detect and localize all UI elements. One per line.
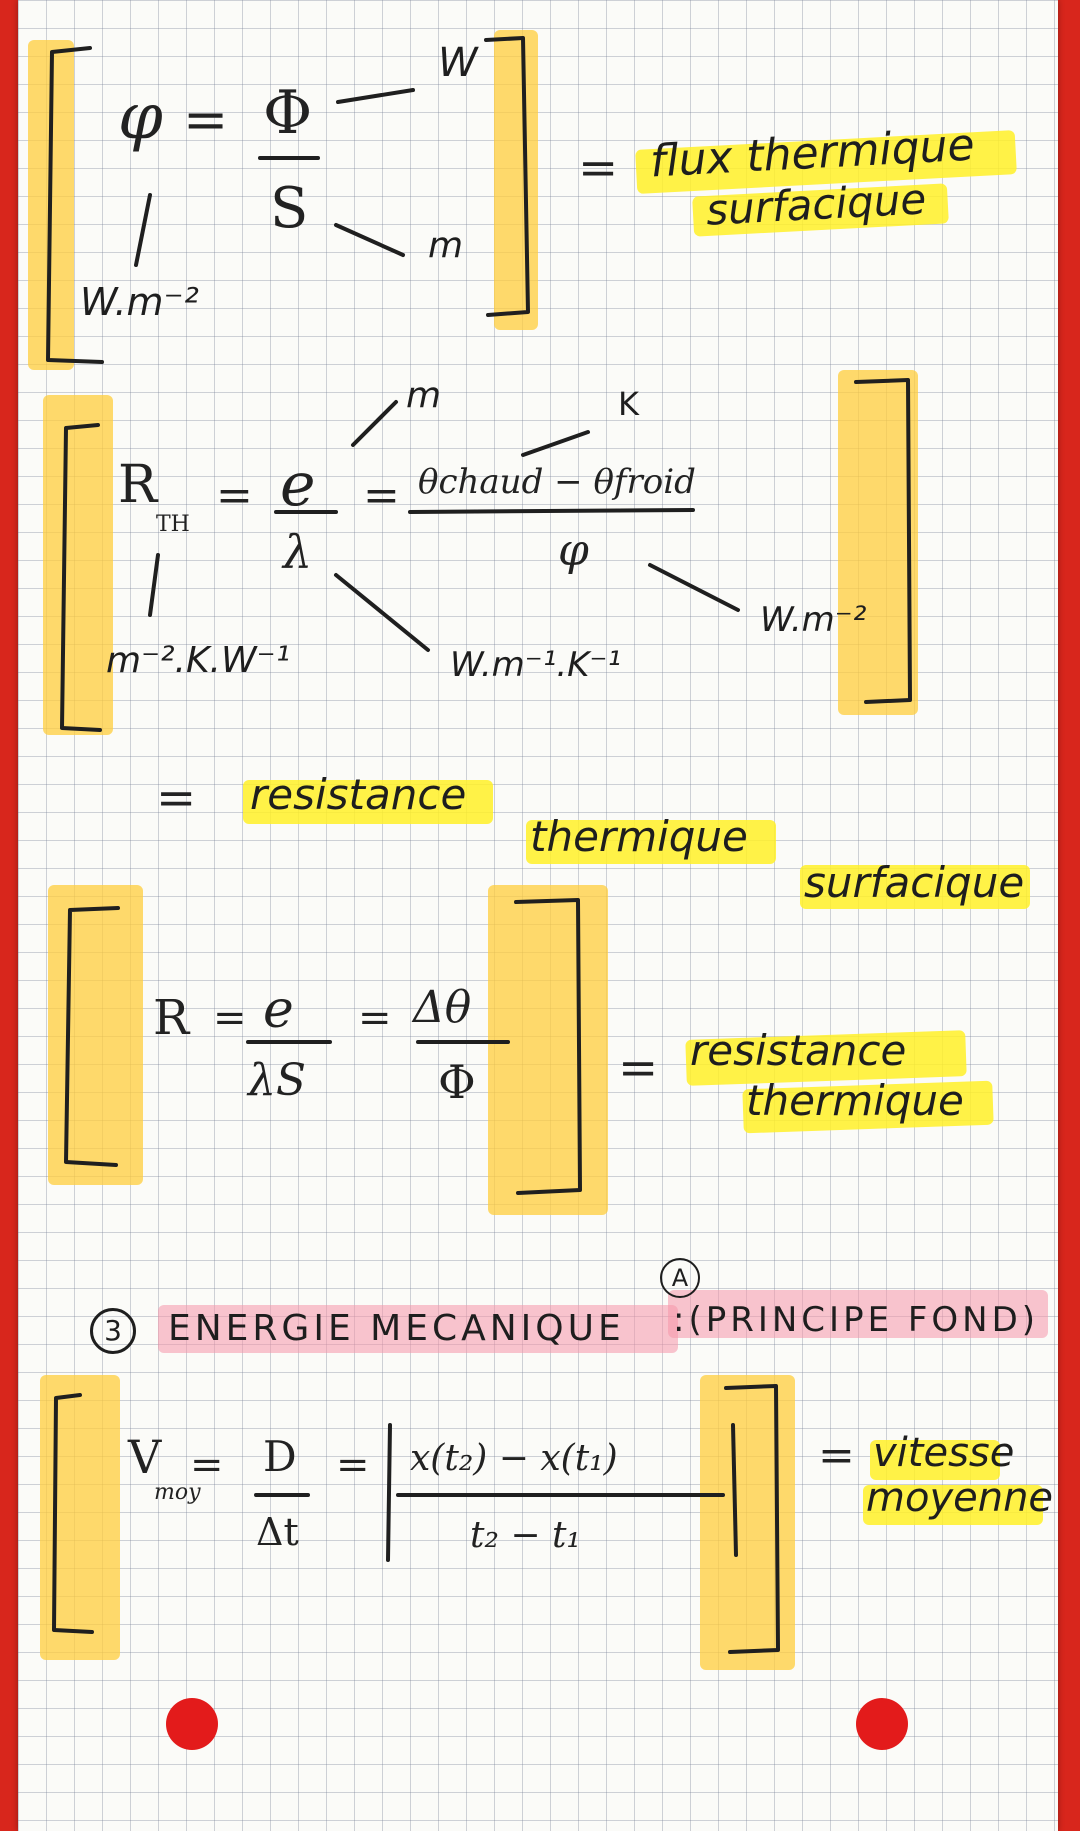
unit-e: m (406, 375, 442, 416)
section-number: 3 (104, 1314, 122, 1347)
marker-circle: A (660, 1258, 700, 1298)
position-difference: x(t₂) − x(t₁) (410, 1438, 618, 1479)
unit-meter: m (428, 225, 464, 266)
unit-phi: W.m⁻² (760, 600, 867, 640)
r-symbol: R (153, 990, 190, 1046)
unit-watt: W (438, 40, 478, 86)
unit-connector (351, 400, 398, 447)
equals: = (213, 995, 247, 1041)
equals: = (363, 470, 400, 521)
unit-connector (336, 88, 415, 104)
r-symbol: R (118, 455, 158, 515)
unit-rth: m⁻².K.W⁻¹ (106, 640, 291, 681)
unit-connector (134, 193, 152, 267)
highlight (800, 865, 1030, 909)
binder-hole (166, 1698, 218, 1750)
result-thermique: thermique (746, 1076, 964, 1125)
highlight (870, 1440, 1000, 1480)
bracket-highlight (488, 885, 608, 1215)
bracket-highlight (48, 885, 143, 1185)
bracket-highlight (43, 395, 113, 735)
left-bracket (64, 906, 120, 1167)
highlight (243, 780, 493, 824)
right-bracket (854, 378, 912, 704)
delta-theta: Δθ (413, 982, 472, 1033)
fraction-bar (408, 508, 695, 514)
section-title: ENERGIE MECANIQUE (168, 1308, 625, 1349)
result-resistance: resistance (250, 770, 467, 819)
left-bracket (52, 1393, 94, 1634)
result-surfacique: surfacique (804, 858, 1025, 907)
unit-lambda: W.m⁻¹.K⁻¹ (450, 645, 622, 685)
lambda-symbol: λ (283, 525, 313, 579)
section-number-circle: 3 (90, 1308, 136, 1354)
marker-letter: A (671, 1264, 689, 1292)
thickness-symbol: e (280, 450, 316, 520)
result-resistance: resistance (690, 1026, 907, 1075)
r-subscript: TH (156, 512, 190, 537)
surface-symbol: S (270, 176, 309, 241)
result-equals: = (618, 1040, 659, 1096)
unit-connector (521, 430, 590, 457)
result-equals: = (818, 1430, 855, 1481)
bracket-highlight (494, 30, 538, 330)
result-thermique: thermique (530, 812, 748, 861)
unit-phi: W.m⁻² (80, 280, 199, 324)
highlight (668, 1290, 1048, 1338)
bracket-highlight (838, 370, 918, 715)
highlight (863, 1485, 1043, 1525)
thickness-symbol: e (263, 980, 294, 1040)
absolute-bar (731, 1423, 738, 1557)
notebook-page: φ = Φ S W m W.m⁻² = flux thermique surfa… (18, 0, 1058, 1831)
phi-symbol: φ (558, 525, 589, 576)
highlight (526, 820, 776, 864)
unit-theta: K (618, 385, 639, 423)
lambda-s: λS (248, 1055, 307, 1106)
unit-connector (334, 223, 405, 257)
phi-symbol: φ (118, 80, 163, 154)
ink-strokes (46, 36, 912, 1654)
equals: = (216, 470, 253, 521)
absolute-bar (386, 1423, 392, 1562)
delta-theta-expression: θchaud − θfroid (418, 462, 696, 502)
equals: = (336, 1442, 370, 1488)
equals: = (183, 88, 229, 151)
distance-symbol: D (263, 1432, 297, 1481)
flux-symbol: Φ (438, 1055, 476, 1109)
v-subscript: moy (154, 1480, 201, 1505)
equals: = (358, 995, 392, 1041)
right-bracket (724, 1384, 780, 1654)
unit-connector (334, 573, 430, 652)
equals: = (190, 1442, 224, 1488)
section-subtitle: :(PRINCIPE FOND) (673, 1300, 1040, 1340)
v-symbol: V (128, 1430, 162, 1484)
delta-t: Δt (256, 1510, 299, 1554)
result-equals: = (578, 140, 619, 196)
unit-connector (648, 563, 740, 612)
binder-hole (856, 1698, 908, 1750)
highlight (158, 1305, 678, 1353)
result-vitesse: vitesse (873, 1430, 1015, 1476)
left-bracket (60, 423, 102, 732)
unit-connector (148, 553, 160, 617)
left-bracket (46, 46, 104, 364)
result-moyenne: moyenne (866, 1475, 1054, 1521)
flux-symbol: Φ (263, 78, 313, 148)
result-equals: = (156, 770, 197, 826)
right-bracket (484, 36, 530, 317)
right-bracket (514, 898, 582, 1195)
time-difference: t₂ − t₁ (470, 1515, 581, 1556)
